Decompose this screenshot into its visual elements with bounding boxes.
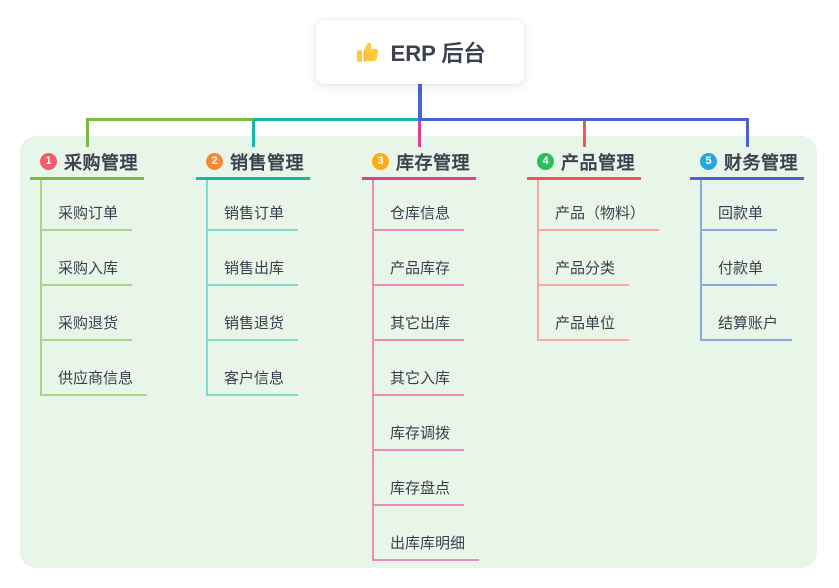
connector-horizontal-line xyxy=(419,118,749,121)
child-node[interactable]: 仓库信息 xyxy=(372,204,465,231)
child-connector-line xyxy=(206,178,208,396)
connector-drop-line xyxy=(251,118,255,147)
child-node[interactable]: 产品分类 xyxy=(537,259,630,286)
branch-node-1[interactable]: 1 采购管理 xyxy=(30,146,144,180)
branch-node-5[interactable]: 5 财务管理 xyxy=(690,146,804,180)
child-node[interactable]: 供应商信息 xyxy=(40,369,148,396)
root-connector-line xyxy=(417,84,422,121)
child-node[interactable]: 采购退货 xyxy=(40,314,133,341)
branch-label: 库存管理 xyxy=(396,152,470,173)
child-connector-line xyxy=(372,178,374,561)
child-node[interactable]: 采购入库 xyxy=(40,259,133,286)
child-node[interactable]: 付款单 xyxy=(700,259,778,286)
branch-label: 采购管理 xyxy=(64,152,138,173)
branch-label: 销售管理 xyxy=(230,152,304,173)
child-connector-line xyxy=(700,178,702,341)
child-connector-line xyxy=(537,178,539,341)
connector-drop-line xyxy=(418,118,421,147)
child-node[interactable]: 库存调拨 xyxy=(372,424,465,451)
connector-drop-line xyxy=(582,118,586,147)
branch-number-badge: 1 xyxy=(40,153,57,170)
branch-label: 产品管理 xyxy=(561,152,635,173)
branch-label: 财务管理 xyxy=(724,152,798,173)
child-node[interactable]: 产品单位 xyxy=(537,314,630,341)
branch-node-3[interactable]: 3 库存管理 xyxy=(362,146,476,180)
branch-node-4[interactable]: 4 产品管理 xyxy=(527,146,641,180)
branch-number-badge: 2 xyxy=(206,153,223,170)
root-node[interactable]: ERP 后台 xyxy=(316,20,524,84)
connector-drop-line xyxy=(86,118,89,147)
child-node[interactable]: 回款单 xyxy=(700,204,778,231)
child-node[interactable]: 采购订单 xyxy=(40,204,133,231)
child-node[interactable]: 结算账户 xyxy=(700,314,793,341)
connector-drop-line xyxy=(746,118,749,147)
root-label: ERP 后台 xyxy=(390,41,486,66)
thumbs-up-icon xyxy=(355,39,381,65)
branch-number-badge: 4 xyxy=(537,153,554,170)
child-connector-line xyxy=(40,178,42,396)
connector-horizontal-line xyxy=(86,118,253,121)
branch-number-badge: 5 xyxy=(700,153,717,170)
child-node[interactable]: 销售退货 xyxy=(206,314,299,341)
branch-number-badge: 3 xyxy=(372,153,389,170)
child-node[interactable]: 产品库存 xyxy=(372,259,465,286)
child-node[interactable]: 销售订单 xyxy=(206,204,299,231)
child-node[interactable]: 出库库明细 xyxy=(372,534,480,561)
child-node[interactable]: 其它入库 xyxy=(372,369,465,396)
child-node[interactable]: 其它出库 xyxy=(372,314,465,341)
child-node[interactable]: 客户信息 xyxy=(206,369,299,396)
child-node[interactable]: 库存盘点 xyxy=(372,479,465,506)
connector-horizontal-line xyxy=(253,118,420,121)
child-node[interactable]: 销售出库 xyxy=(206,259,299,286)
child-node[interactable]: 产品（物料） xyxy=(537,204,660,231)
group-boundary-panel xyxy=(20,136,817,568)
branch-node-2[interactable]: 2 销售管理 xyxy=(196,146,310,180)
